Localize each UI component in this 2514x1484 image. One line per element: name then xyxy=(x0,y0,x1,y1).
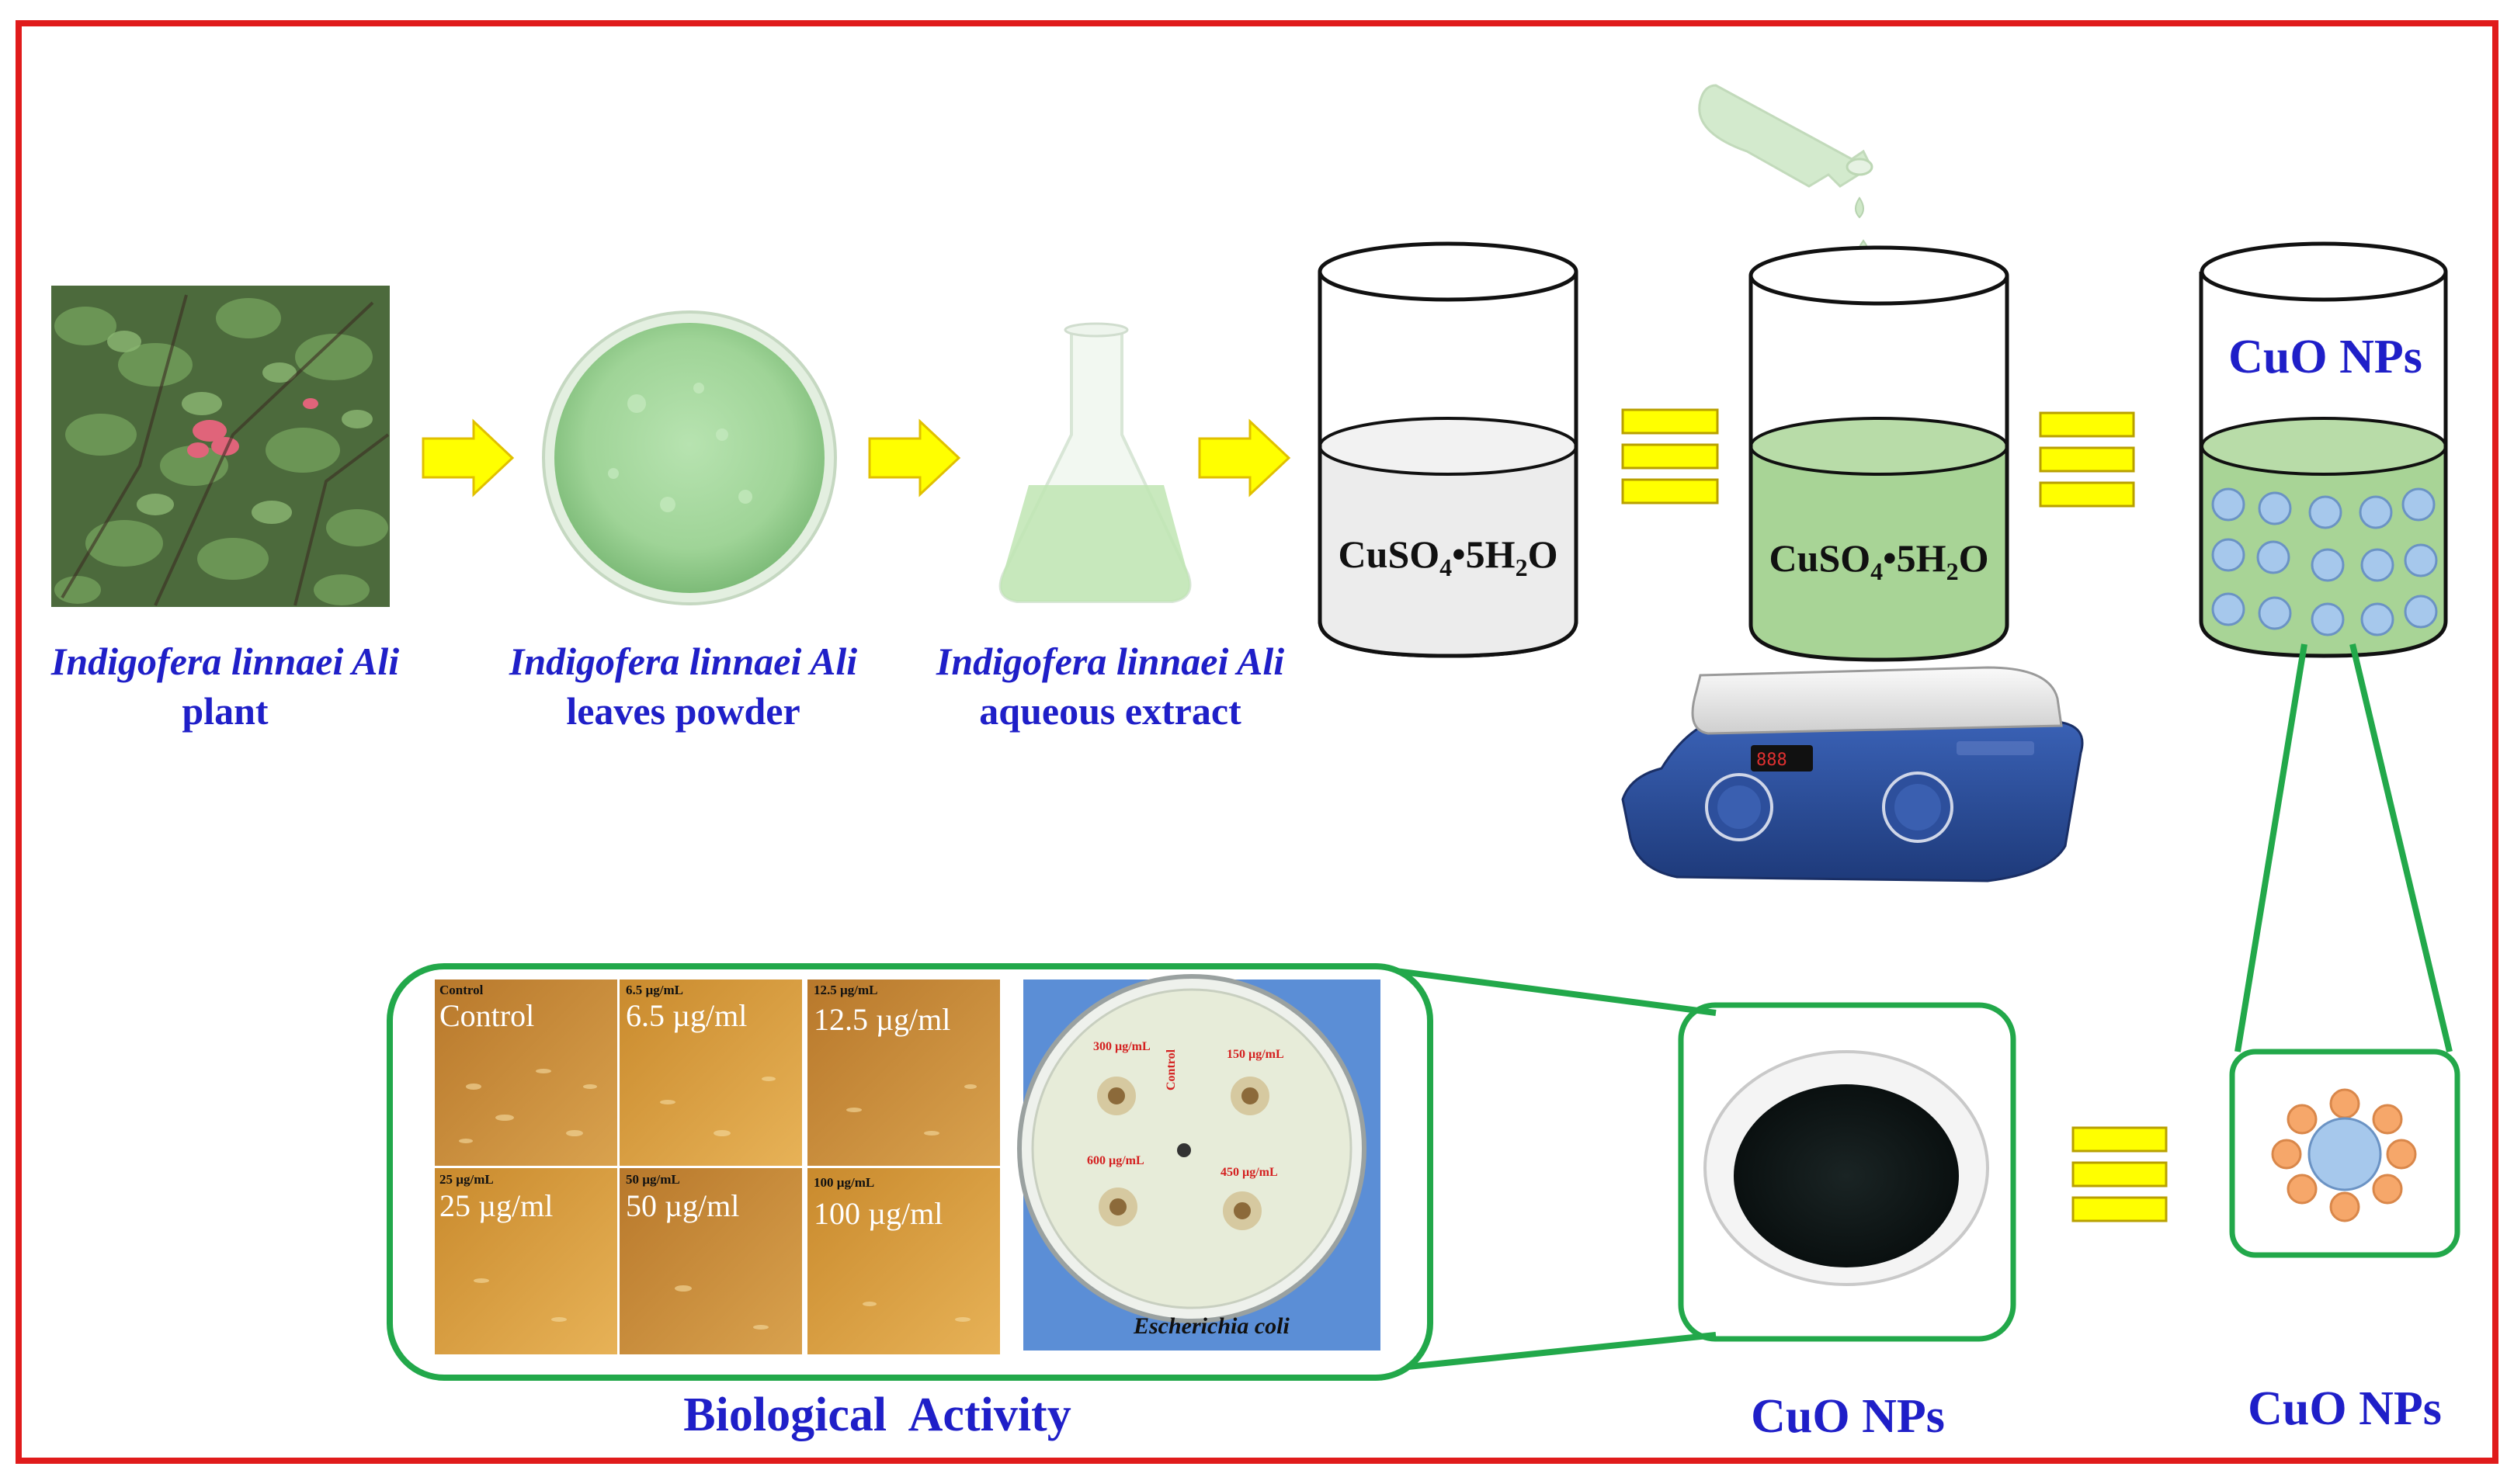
micrograph-label: 50 µg/ml xyxy=(626,1188,740,1223)
arrow-right-icon xyxy=(868,418,961,498)
plant-photo xyxy=(51,286,390,607)
cuo-powder-inset xyxy=(1678,1002,2016,1342)
micrograph-small-label: 50 µg/mL xyxy=(626,1172,680,1187)
svg-text:888: 888 xyxy=(1756,751,1787,770)
cuo-particle-caption: CuO NPs xyxy=(2248,1382,2442,1435)
dish-label-control: Control xyxy=(1165,1049,1178,1090)
micrograph-tile xyxy=(435,1168,617,1354)
hotplate-stirrer-icon: 888 xyxy=(1621,666,2084,882)
micrograph-label: 6.5 µg/ml xyxy=(626,998,748,1033)
precursor-formula: CuSO4•5H2O xyxy=(1338,532,1558,581)
arrow-right-icon xyxy=(1198,418,1291,498)
core-shell-particle-inset xyxy=(2229,1049,2460,1258)
micrograph-small-label: 6.5 µg/mL xyxy=(626,983,684,997)
micrograph-tile xyxy=(435,980,617,1166)
equals-icon xyxy=(1621,408,1719,504)
beaker-icon xyxy=(2199,241,2448,658)
leaves-powder-dish xyxy=(542,310,837,605)
plant-label-line1: Indigofera linnaei Ali xyxy=(50,640,400,683)
micrograph-grid xyxy=(435,980,1000,1354)
zoom-lines xyxy=(2234,643,2453,1052)
micrograph-label: 12.5 µg/ml xyxy=(814,1002,951,1037)
micrograph-small-label: Control xyxy=(439,983,484,997)
petri-dish-icon xyxy=(1017,974,1380,1351)
arrow-right-icon xyxy=(422,418,515,498)
powder-label-line2: leaves powder xyxy=(566,689,800,733)
product-beaker-label: CuO NPs xyxy=(2228,331,2422,383)
beaker-icon xyxy=(1318,241,1578,658)
equals-icon xyxy=(2071,1126,2168,1222)
micrograph-small-label: 12.5 µg/mL xyxy=(814,983,878,997)
dish-label: 450 µg/mL xyxy=(1221,1166,1278,1179)
beaker-icon xyxy=(1748,245,2009,662)
plant-label-line2: plant xyxy=(182,689,269,733)
micrograph-tile xyxy=(620,1168,802,1354)
micrograph-small-label: 25 µg/mL xyxy=(439,1172,494,1187)
outer-frame xyxy=(16,20,2498,1464)
micrograph-tile xyxy=(807,1168,1000,1354)
equals-icon xyxy=(2039,411,2135,508)
micrograph-small-label: 100 µg/mL xyxy=(814,1175,875,1190)
dish-label: 600 µg/mL xyxy=(1087,1154,1144,1167)
powder-label: Indigofera linnaei Ali leaves powder xyxy=(481,636,885,736)
extract-label-line1: Indigofera linnaei Ali xyxy=(936,640,1285,683)
dish-label: 300 µg/mL xyxy=(1093,1040,1151,1053)
micrograph-label: Control xyxy=(439,998,535,1033)
micrograph-tile xyxy=(807,980,1000,1166)
powder-label-line1: Indigofera linnaei Ali xyxy=(509,640,858,683)
zoom-lines xyxy=(1377,966,1717,1373)
micrograph-label: 100 µg/ml xyxy=(814,1196,943,1231)
organism-label: Escherichia coli xyxy=(1134,1313,1290,1339)
extract-label: Indigofera linnaei Ali aqueous extract xyxy=(901,636,1320,736)
micrograph-tile xyxy=(620,980,802,1166)
plant-label: Indigofera linnaei Ali plant xyxy=(31,636,419,736)
dish-label: 150 µg/mL xyxy=(1227,1048,1284,1061)
extract-label-line2: aqueous extract xyxy=(979,689,1241,733)
cuo-powder-caption: CuO NPs xyxy=(1751,1390,1945,1443)
pouring-flask-icon xyxy=(1698,84,1873,188)
bio-activity-caption: Biological Activity xyxy=(683,1389,1071,1441)
reaction-formula: CuSO4•5H2O xyxy=(1769,536,1989,585)
micrograph-label: 25 µg/ml xyxy=(439,1188,554,1223)
flask-icon xyxy=(998,322,1192,603)
